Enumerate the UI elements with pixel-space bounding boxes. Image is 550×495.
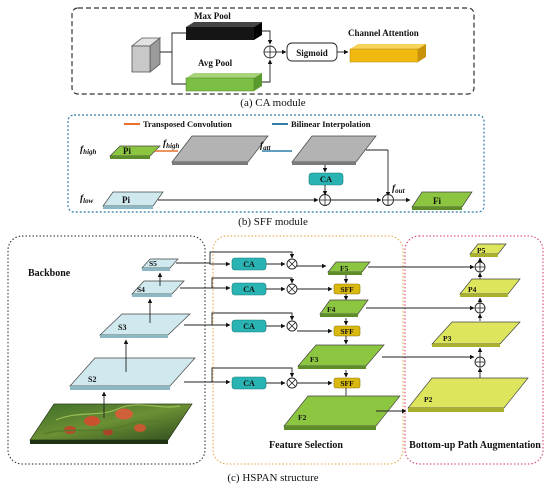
f-att-label: fatt — [260, 141, 272, 152]
s2-plate — [69, 357, 196, 390]
svg-text:SFF: SFF — [340, 327, 354, 336]
f-high-label: fhigh — [80, 145, 97, 156]
svg-text:CA: CA — [243, 260, 255, 269]
s2-label: S2 — [88, 375, 96, 384]
f-low-label: flow — [80, 194, 94, 205]
sff-module-caption: (b) SFF module — [238, 216, 308, 228]
f-high-arrow-label: fhigh — [163, 139, 180, 150]
sff-add-1 — [319, 194, 331, 206]
p2-plate — [407, 377, 529, 412]
sff-block-1 — [333, 283, 361, 295]
s3-label: S3 — [118, 323, 126, 332]
pi-high-label: Pi — [123, 146, 131, 156]
svg-text:CA: CA — [243, 379, 255, 388]
svg-text:CA: CA — [243, 285, 255, 294]
add-p5 — [474, 261, 486, 273]
sff-add-2 — [382, 194, 394, 206]
hspan-panel: Backbone Feature Selection Bottom-up Pat… — [7, 235, 544, 484]
input-image-plate — [29, 403, 193, 444]
sff-block-2 — [333, 325, 361, 337]
svg-text:SFF: SFF — [340, 379, 354, 388]
multiply-s3 — [286, 320, 298, 332]
avg-pool-bar — [185, 73, 262, 92]
f4-plate — [319, 299, 369, 317]
ca-row-s4: CA — [180, 277, 333, 296]
s5-plate — [141, 258, 179, 271]
sff-ca-label: CA — [320, 174, 333, 184]
max-pool-bar — [186, 22, 262, 40]
svg-text:SFF: SFF — [340, 285, 354, 294]
feature-selection-region — [212, 235, 404, 465]
backbone-label: Backbone — [28, 268, 71, 279]
legend-bilinear-label: Bilinear Interpolation — [291, 119, 371, 129]
pi-high-plate — [109, 145, 161, 159]
avg-pool-label: Avg Pool — [198, 58, 233, 68]
f3-plate — [297, 344, 385, 369]
multiply-s5 — [286, 258, 298, 270]
sff-ca-block — [308, 172, 344, 186]
sff-module-panel: Transposed Convolution Bilinear Interpol… — [67, 114, 485, 228]
ca-module-panel: Max Pool Avg Pool Sigmoid Channel Attent… — [71, 7, 475, 109]
channel-attention-bar — [349, 44, 426, 63]
svg-text:CA: CA — [243, 322, 255, 331]
sigmoid-label: Sigmoid — [296, 48, 328, 58]
backbone-region — [7, 235, 206, 465]
p5-plate — [469, 243, 507, 257]
p3-label: P3 — [443, 334, 452, 343]
p4-plate — [459, 278, 521, 297]
f-out-label: fout — [392, 184, 406, 195]
fi-output-plate — [411, 191, 473, 210]
fi-output-label: Fi — [433, 196, 441, 206]
s4-label: S4 — [137, 285, 145, 294]
f5-label: F5 — [340, 264, 349, 273]
p4-label: P4 — [468, 285, 477, 294]
sff-module-border — [67, 114, 485, 213]
max-pool-label: Max Pool — [194, 11, 231, 21]
f5-plate — [327, 261, 371, 275]
upsampled-feature-plate — [171, 135, 269, 165]
add-p4 — [474, 302, 486, 314]
multiply-s4 — [286, 283, 298, 295]
multiply-s2 — [286, 377, 298, 389]
p3-plate — [431, 321, 521, 347]
ca-module-border — [71, 7, 475, 95]
ca-row-s5: CA — [176, 251, 327, 271]
legend-transposed-label: Transposed Convolution — [143, 119, 232, 129]
p5-label: P5 — [477, 246, 486, 255]
channel-attention-label: Channel Attention — [348, 28, 419, 38]
bottom-up-label: Bottom-up Path Augmentation — [409, 440, 541, 451]
s3-plate — [99, 313, 191, 338]
s4-plate — [131, 280, 185, 297]
ca-module-caption: (a) CA module — [240, 97, 305, 109]
ca-row-s3: CA — [184, 312, 333, 334]
p2-label: P2 — [424, 395, 433, 404]
bottom-up-region — [404, 235, 544, 465]
connector-max — [160, 32, 186, 53]
pi-low-label: Pi — [122, 195, 130, 205]
ca-row-s2: CA — [184, 367, 333, 390]
sff-block-3 — [333, 377, 361, 389]
pi-low-plate — [102, 191, 164, 209]
feature-selection-label: Feature Selection — [269, 440, 343, 451]
f3-label: F3 — [310, 355, 319, 364]
add-p3 — [474, 356, 486, 368]
f4-label: F4 — [327, 305, 336, 314]
attention-feature-plate — [291, 135, 377, 165]
f2-plate — [283, 395, 401, 430]
f2-label: F2 — [298, 413, 307, 422]
input-feature-cube — [130, 37, 162, 73]
hspan-caption: (c) HSPAN structure — [227, 472, 318, 484]
add-symbol — [263, 45, 277, 59]
s5-label: S5 — [149, 259, 157, 268]
connector-avg — [171, 52, 186, 85]
